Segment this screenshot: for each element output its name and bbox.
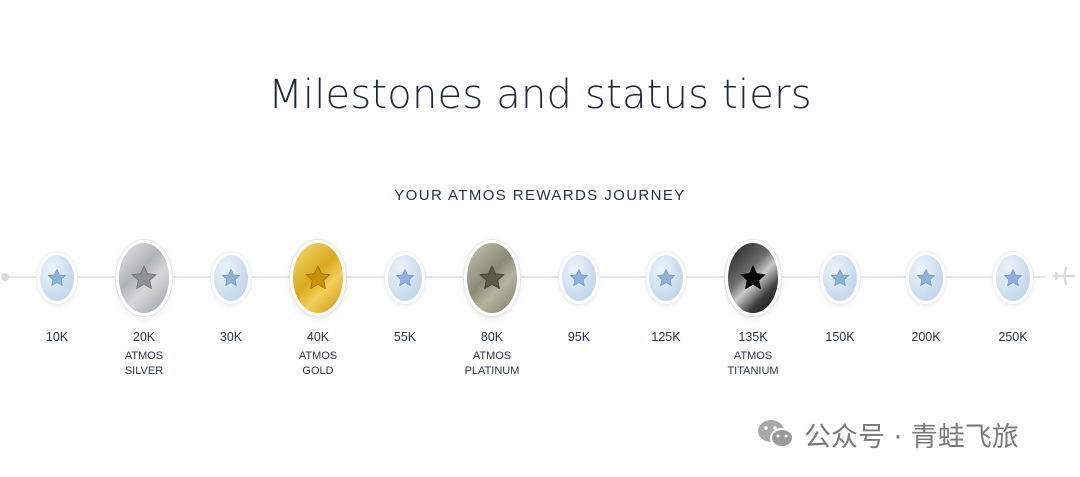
milestone-10k: 10K	[12, 240, 102, 380]
star-icon	[47, 268, 67, 287]
milestone-badge	[906, 252, 946, 304]
milestone-125k: 125K	[621, 240, 711, 380]
milestone-80k: 80K ATMOS PLATINUM	[447, 240, 537, 380]
milestone-amount: 20K	[132, 330, 156, 344]
milestone-badge	[385, 252, 425, 304]
milestone-150k: 150K	[795, 240, 885, 380]
tier-badge	[290, 240, 346, 316]
tier-brand: ATMOS	[733, 350, 773, 362]
star-icon	[305, 265, 331, 289]
journey-track	[5, 276, 1045, 278]
tier-brand: ATMOS	[298, 350, 338, 362]
journey-subtitle: YOUR ATMOS REWARDS JOURNEY	[394, 187, 686, 204]
milestone-badge	[993, 252, 1033, 304]
tier-name: ATMOS GOLD	[273, 349, 363, 379]
milestone-20k: 20K ATMOS SILVER	[99, 240, 189, 380]
milestone-badge	[559, 252, 599, 304]
wechat-icon	[758, 420, 794, 448]
star-icon	[1003, 268, 1023, 287]
milestone-55k: 55K	[360, 240, 450, 380]
track-start-dot	[1, 273, 9, 281]
star-icon	[740, 265, 766, 289]
tier-level: SILVER	[124, 365, 164, 377]
tier-name: ATMOS TITANIUM	[708, 349, 798, 379]
milestone-amount: 30K	[219, 330, 243, 344]
tier-level: GOLD	[302, 365, 334, 377]
watermark: 公众号 · 青蛙飞旅	[756, 414, 1019, 454]
airplane-icon	[1052, 266, 1076, 286]
tier-name: ATMOS PLATINUM	[447, 349, 537, 379]
tier-level: PLATINUM	[464, 365, 520, 377]
star-icon	[830, 268, 850, 287]
milestone-250k: 250K	[968, 240, 1058, 380]
milestone-amount: 135K	[738, 330, 768, 344]
star-icon	[656, 268, 676, 287]
star-icon	[395, 268, 415, 287]
milestone-200k: 200K	[881, 240, 971, 380]
milestone-badge	[820, 252, 860, 304]
milestone-amount: 200K	[911, 330, 941, 344]
tier-level: TITANIUM	[727, 365, 779, 377]
milestone-badge	[646, 252, 686, 304]
star-icon	[916, 268, 936, 287]
tier-badge	[725, 240, 781, 316]
milestone-badge	[211, 252, 251, 304]
milestone-amount: 150K	[825, 330, 855, 344]
milestone-amount: 125K	[651, 330, 681, 344]
milestone-badge	[37, 252, 77, 304]
milestone-135k: 135K ATMOS TITANIUM	[708, 240, 798, 380]
star-icon	[479, 265, 505, 289]
tier-brand: ATMOS	[124, 350, 164, 362]
milestone-30k: 30K	[186, 240, 276, 380]
star-icon	[131, 265, 157, 289]
milestone-40k: 40K ATMOS GOLD	[273, 240, 363, 380]
star-icon	[221, 268, 241, 287]
watermark-text: 公众号 · 青蛙飞旅	[804, 421, 1019, 453]
star-icon	[569, 268, 589, 287]
tier-brand: ATMOS	[472, 350, 512, 362]
milestone-amount: 95K	[567, 330, 591, 344]
milestone-amount: 55K	[393, 330, 417, 344]
tier-badge	[464, 240, 520, 316]
milestone-amount: 10K	[45, 330, 69, 344]
milestone-95k: 95K	[534, 240, 624, 380]
milestone-amount: 80K	[480, 330, 504, 344]
tier-badge	[116, 240, 172, 316]
milestone-amount: 40K	[306, 330, 330, 344]
tier-name: ATMOS SILVER	[99, 349, 189, 379]
milestone-amount: 250K	[998, 330, 1028, 344]
page-title: Milestones and status tiers	[268, 72, 812, 118]
